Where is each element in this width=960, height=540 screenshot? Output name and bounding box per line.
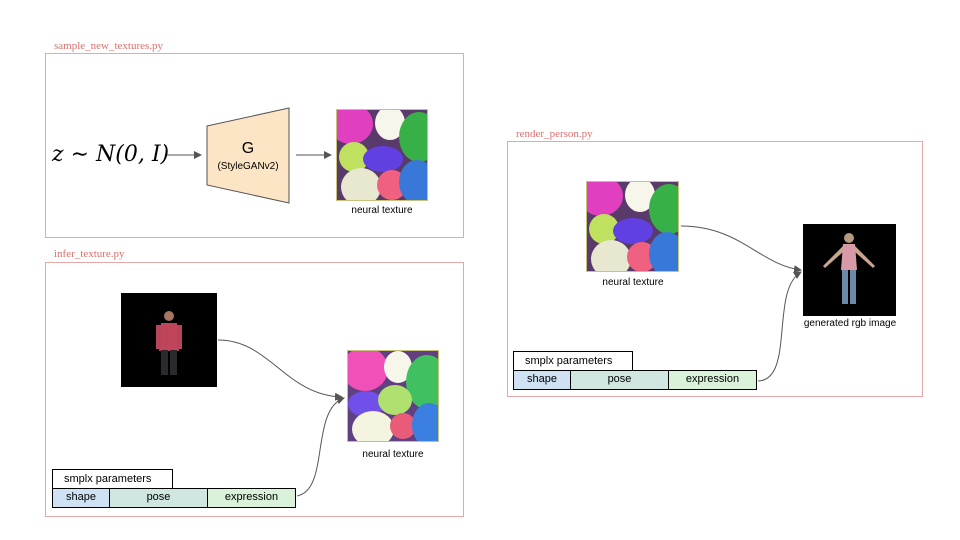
infer-param-pose: pose <box>109 488 208 508</box>
input-person-photo <box>121 293 217 387</box>
infer-param-shape: shape <box>52 488 110 508</box>
infer-texture-caption: neural texture <box>362 449 424 460</box>
generator-label: G <box>241 140 255 157</box>
render-param-pose: pose <box>570 370 669 390</box>
render-param-expression: expression <box>668 370 757 390</box>
infer-panel <box>45 262 464 517</box>
latent-formula: z ∼ N(0, I) <box>52 142 170 167</box>
infer-script-label: infer_texture.py <box>54 248 125 260</box>
infer-params-title: smplx parameters <box>52 469 173 489</box>
render-neural-texture-image <box>586 181 679 272</box>
render-script-label: render_person.py <box>516 128 593 140</box>
render-texture-caption: neural texture <box>602 277 664 288</box>
sample-script-label: sample_new_textures.py <box>54 40 164 52</box>
sample-neural-texture-image <box>336 109 428 201</box>
render-panel <box>507 141 923 397</box>
infer-neural-texture-image <box>347 350 439 442</box>
sample-texture-caption: neural texture <box>351 205 413 216</box>
sample-panel <box>45 53 464 238</box>
generator-model: (StyleGANv2) <box>217 161 279 172</box>
infer-param-expression: expression <box>207 488 296 508</box>
render-params-title: smplx parameters <box>513 351 633 371</box>
generated-rgb-caption: generated rgb image <box>803 318 897 329</box>
render-param-shape: shape <box>513 370 571 390</box>
generated-rgb-image <box>803 224 896 316</box>
